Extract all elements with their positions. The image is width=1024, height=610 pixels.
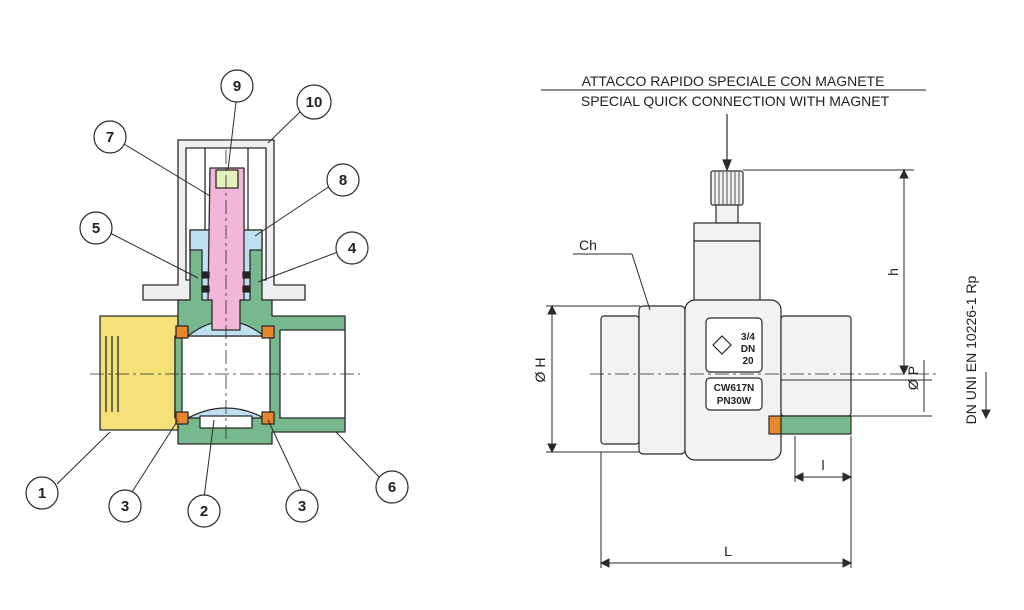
callout-6: 6 bbox=[375, 470, 409, 504]
right-green-section bbox=[780, 415, 852, 435]
callout-1: 1 bbox=[25, 476, 59, 510]
seat-right-top bbox=[261, 325, 275, 339]
marking-pressure: PN30W bbox=[717, 396, 752, 407]
callout-leaders bbox=[56, 101, 381, 499]
seat-orange bbox=[768, 415, 782, 435]
callout-3-right-label: 3 bbox=[298, 498, 306, 515]
callout-9: 9 bbox=[220, 69, 254, 103]
callout-10-label: 10 bbox=[306, 94, 323, 111]
callout-5-label: 5 bbox=[92, 220, 100, 237]
marking-dn-value: 20 bbox=[742, 356, 754, 367]
exterior-view bbox=[590, 114, 938, 461]
seat-left-top bbox=[175, 325, 189, 339]
stem-part-7 bbox=[207, 167, 245, 331]
marking-plate bbox=[705, 317, 763, 373]
callout-5: 5 bbox=[79, 211, 113, 245]
heading-line-1: ATTACCO RAPIDO SPECIALE CON MAGNETE bbox=[582, 73, 885, 89]
label-dn-standard: DN UNI EN 10226-1 Rp bbox=[963, 275, 979, 424]
marking-size: 3/4 bbox=[741, 332, 755, 343]
body-markings: 3/4 DN 20 CW617N PN30W bbox=[714, 332, 756, 407]
callout-10: 10 bbox=[296, 84, 332, 120]
heading-line-2: SPECIAL QUICK CONNECTION WITH MAGNET bbox=[581, 93, 890, 109]
callout-8: 8 bbox=[326, 163, 360, 197]
callout-1-label: 1 bbox=[38, 485, 46, 502]
label-dia-h: Ø H bbox=[532, 358, 548, 383]
callout-2-label: 2 bbox=[200, 503, 208, 520]
body-part-6-bore bbox=[279, 329, 346, 419]
label-dia-p: Ø P bbox=[905, 366, 921, 390]
callout-3-right: 3 bbox=[285, 489, 319, 523]
callout-4-label: 4 bbox=[348, 240, 357, 257]
dimension-lines bbox=[546, 168, 991, 568]
seat-right-bottom bbox=[261, 411, 275, 425]
label-ch: Ch bbox=[579, 237, 597, 253]
dimension-labels: Ch Ø H h Ø P DN UNI EN 10226-1 Rp l L bbox=[532, 237, 979, 559]
callout-7: 7 bbox=[93, 120, 127, 154]
marking-material: CW617N bbox=[714, 383, 755, 394]
o-ring-left-1 bbox=[201, 271, 210, 279]
seat-left-bottom bbox=[175, 411, 189, 425]
knurling bbox=[714, 172, 740, 204]
label-h: h bbox=[885, 268, 901, 276]
connector-nut bbox=[693, 222, 761, 242]
label-l-small: l bbox=[821, 457, 824, 473]
o-ring-right-1 bbox=[242, 271, 251, 279]
hex-left bbox=[638, 305, 686, 455]
marking-plate-lower bbox=[705, 377, 763, 411]
label-l: L bbox=[724, 543, 732, 559]
connector-stem-housing bbox=[693, 240, 761, 304]
callout-8-label: 8 bbox=[339, 172, 347, 189]
callouts: 1 2 3 3 4 5 6 7 8 9 10 bbox=[25, 69, 409, 528]
brand-logo-icon bbox=[712, 335, 732, 355]
callout-4: 4 bbox=[335, 231, 369, 265]
magnet-part-9 bbox=[215, 169, 239, 189]
end-left bbox=[600, 315, 640, 445]
callout-7-label: 7 bbox=[106, 129, 114, 146]
o-ring-right-2 bbox=[242, 285, 251, 293]
heading: ATTACCO RAPIDO SPECIALE CON MAGNETE SPEC… bbox=[541, 73, 926, 109]
callout-3-left-label: 3 bbox=[121, 498, 129, 515]
callout-2: 2 bbox=[187, 494, 221, 528]
callout-6-label: 6 bbox=[388, 479, 396, 496]
end-right bbox=[780, 315, 852, 417]
callout-9-label: 9 bbox=[233, 78, 241, 95]
section-view bbox=[90, 139, 360, 445]
connector-neck bbox=[715, 204, 739, 224]
marking-dn: DN bbox=[741, 344, 755, 355]
callout-3-left: 3 bbox=[108, 489, 142, 523]
o-ring-left-2 bbox=[201, 285, 210, 293]
